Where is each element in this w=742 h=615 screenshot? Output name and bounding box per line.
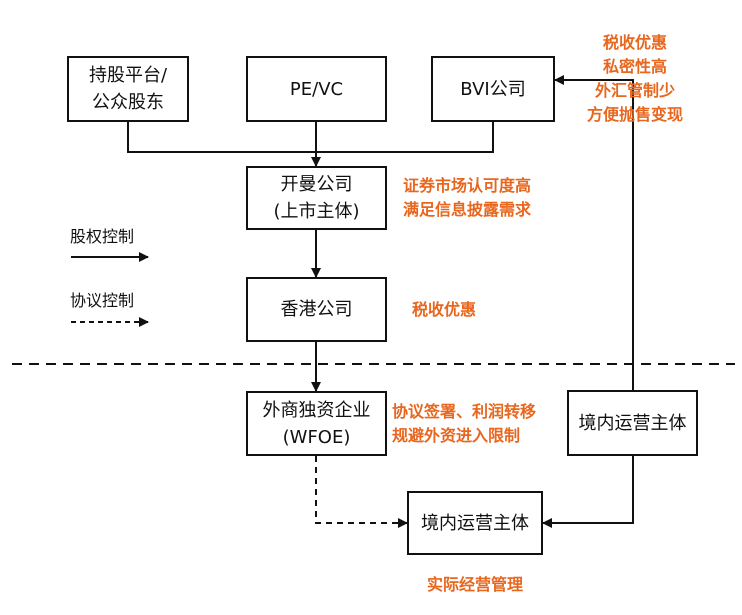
- bvi-label: BVI公司: [460, 78, 526, 100]
- hongkong-note-line1: 税收优惠: [412, 300, 477, 319]
- wfoe-function-note: 协议签署、利润转移 规避外资进入限制: [392, 400, 536, 448]
- domestic-note-line1: 实际经营管理: [426, 575, 523, 594]
- holding-platform-line2: 公众股东: [92, 92, 164, 113]
- hongkong-box: 香港公司: [246, 277, 387, 342]
- hongkong-advantages-note: 税收优惠: [412, 298, 476, 322]
- pe-vc-label: PE/VC: [289, 78, 344, 100]
- bvi-advantages-note: 税收优惠 私密性高 外汇管制少 方便抛售变现: [560, 31, 710, 127]
- bvi-note-line3: 外汇管制少: [594, 81, 675, 100]
- domestic-function-note: 实际经营管理: [407, 573, 543, 597]
- legend-equity-control-label: 股权控制: [70, 227, 135, 246]
- holding-platform-box: 持股平台/ 公众股东: [67, 56, 189, 122]
- wfoe-box: 外商独资企业 (WFOE): [246, 391, 387, 456]
- arrow-domestic-to-bvi: [554, 75, 634, 390]
- domestic-right-box: 境内运营主体: [567, 390, 698, 456]
- kaiman-line1: 开曼公司: [280, 174, 353, 195]
- bvi-note-line1: 税收优惠: [602, 33, 667, 52]
- agreement-arrow-to-domestic: [315, 456, 408, 528]
- wfoe-line2: (WFOE): [282, 426, 351, 448]
- domestic-right-label: 境内运营主体: [578, 412, 687, 434]
- kaiman-line2: (上市主体): [273, 201, 360, 222]
- legend-agreement-control-label: 协议控制: [70, 291, 135, 310]
- holding-platform-line1: 持股平台/: [88, 65, 168, 86]
- pe-vc-box: PE/VC: [246, 56, 387, 122]
- kaiman-note-line1: 证券市场认可度高: [403, 176, 532, 195]
- kaiman-note-line2: 满足信息披露需求: [403, 200, 532, 219]
- bvi-note-line2: 私密性高: [602, 57, 667, 76]
- wfoe-note-line1: 协议签署、利润转移: [392, 402, 537, 421]
- wfoe-note-line2: 规避外资进入限制: [392, 426, 521, 445]
- kaiman-advantages-note: 证券市场认可度高 满足信息披露需求: [403, 174, 531, 222]
- bvi-box: BVI公司: [431, 56, 555, 122]
- domestic-bottom-label: 境内运营主体: [421, 512, 529, 534]
- bvi-note-line4: 方便抛售变现: [586, 105, 683, 124]
- hongkong-label: 香港公司: [280, 299, 353, 320]
- kaiman-box: 开曼公司 (上市主体): [246, 166, 387, 230]
- arrow-domestic-right-to-bottom: [542, 456, 634, 528]
- wfoe-line1: 外商独资企业: [262, 399, 371, 421]
- domestic-bottom-box: 境内运营主体: [407, 491, 543, 555]
